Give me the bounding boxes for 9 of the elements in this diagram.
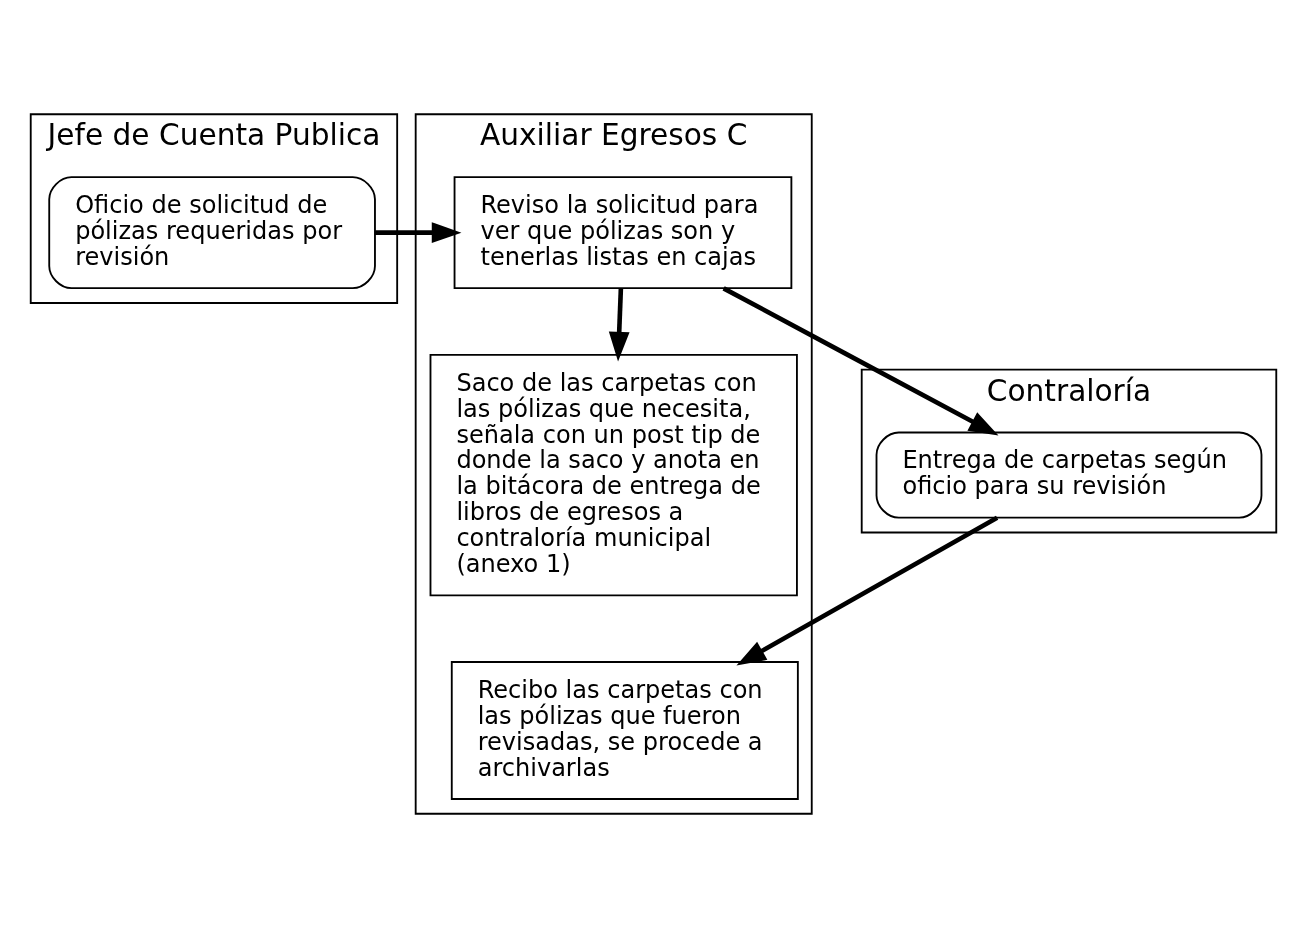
- node-box: Recibo las carpetas con las pólizas que fueron revisadas, se procede a archivarlas: [450, 660, 799, 800]
- arrow: [736, 515, 999, 665]
- node-box: Saco de las carpetas con las pólizas que necesita, señala con un post tip de donde la saco y anota en la bitácora de entrega de libros de egresos a contraloría municipal (anexo 1): [429, 353, 798, 596]
- arrow: [722, 285, 999, 435]
- arrow: [375, 221, 462, 243]
- node-box: Entrega de carpetas según oficio para su revisión: [875, 431, 1263, 519]
- arrow: [608, 288, 630, 361]
- node-box: Reviso la solicitud para ver que pólizas son y tenerlas listas en cajas: [453, 175, 793, 289]
- node-box: Oficio de solicitud de pólizas requeridas por revisión: [48, 175, 376, 289]
